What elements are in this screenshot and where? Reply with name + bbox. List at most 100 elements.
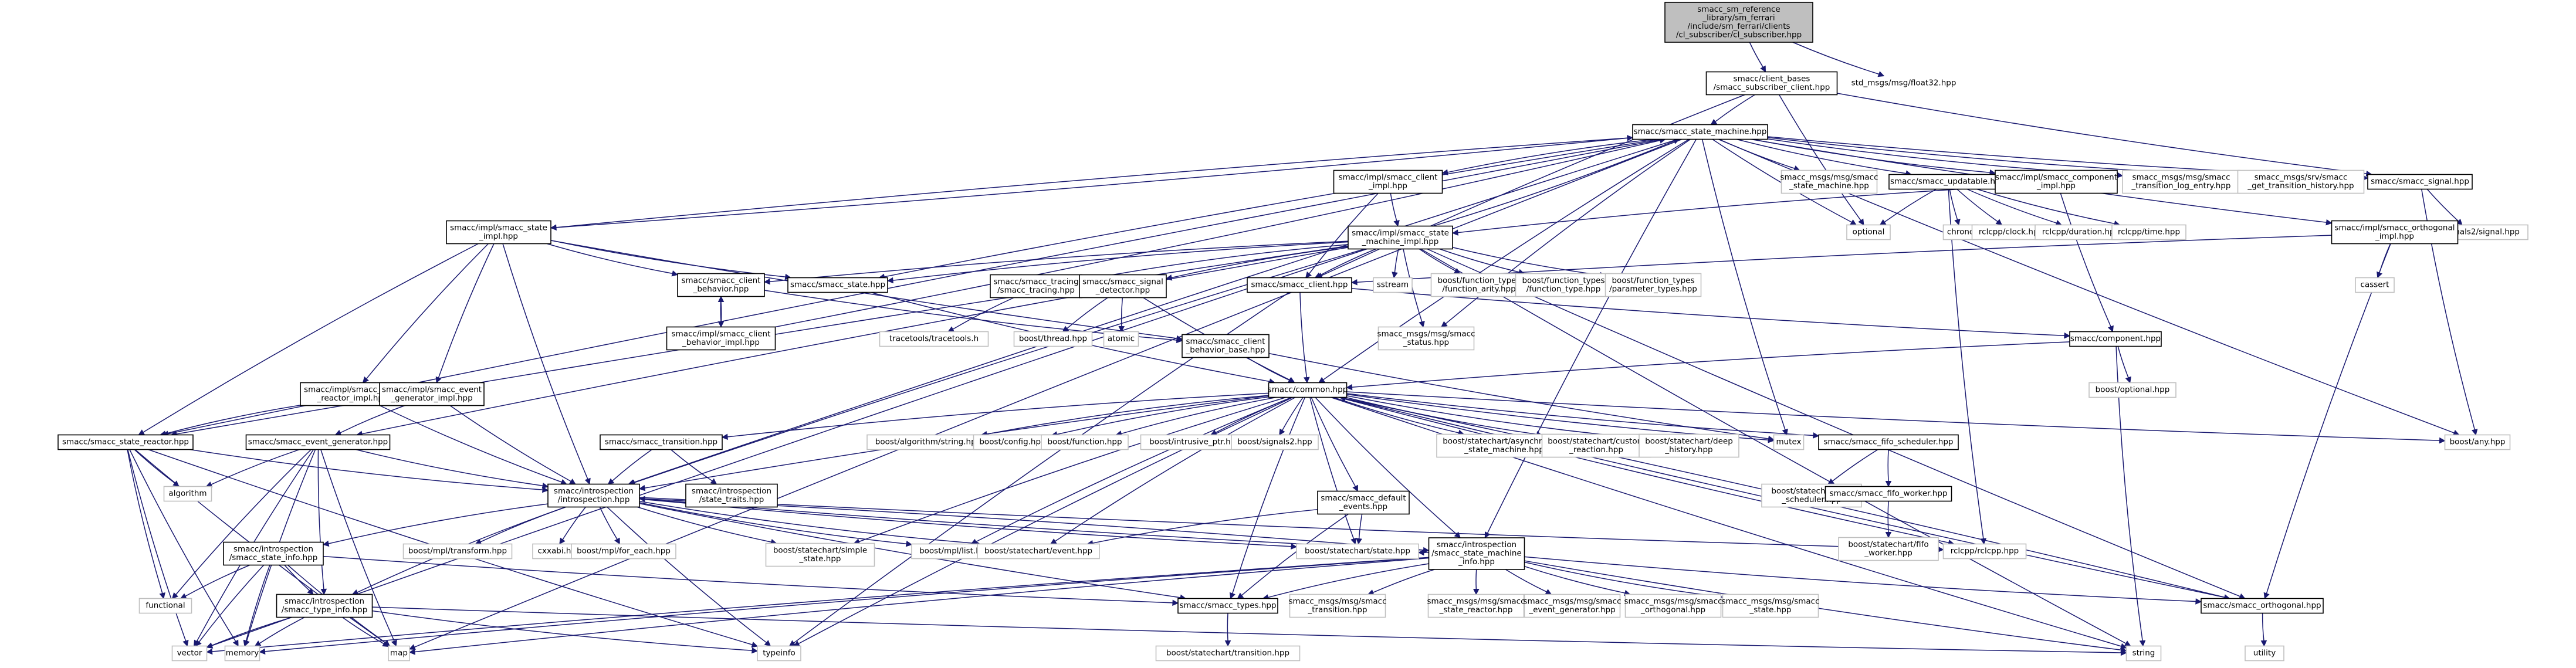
node-box [1333, 169, 1443, 194]
edge-smacc-state-machine-to-introspection [628, 138, 1678, 486]
edge-smacc-signal-detector-to-atomic [1118, 297, 1125, 333]
node-box [866, 434, 990, 450]
node-label: smacc/smacc_tracing [993, 277, 1078, 287]
edge-arrowhead [1229, 592, 1235, 599]
node-smacc-default-events[interactable]: smacc/smacc_default_events.hpp [1317, 490, 1410, 515]
edge-common-to-statechart-state [1309, 397, 1357, 545]
node-typeinfo: typeinfo [757, 645, 801, 662]
node-smacc-tracing[interactable]: smacc/smacc_tracing/smacc_tracing.hpp [990, 274, 1082, 299]
node-statechart-transition: boost/statechart/transition.hpp [1155, 645, 1301, 662]
node-box [2331, 220, 2459, 245]
node-smacc-state-impl[interactable]: smacc/impl/smacc_state_impl.hpp [446, 220, 551, 245]
node-component[interactable]: smacc/component.hpp [2069, 331, 2162, 347]
edge-line [212, 557, 1429, 652]
node-smacc-client-behavior[interactable]: smacc/smacc_client_behavior.hpp [677, 273, 765, 297]
node-smacc-client-behavior-impl[interactable]: smacc/impl/smacc_client_behavior_impl.hp… [666, 326, 776, 351]
node-label: atomic [1108, 334, 1135, 344]
node-smacc-subscriber-client[interactable]: smacc/client_bases/smacc_subscriber_clie… [1705, 71, 1838, 96]
node-smacc-signal[interactable]: smacc/smacc_signal.hpp [2367, 174, 2473, 190]
node-smacc-updatable[interactable]: smacc/smacc_updatable.hpp [1888, 174, 2007, 190]
edge-line [284, 565, 310, 591]
node-get-transition-history: smacc_msgs/srv/smacc_get_transition_hist… [2237, 169, 2365, 194]
node-smacc-client-impl[interactable]: smacc/impl/smacc_client_impl.hpp [1333, 169, 1443, 194]
node-label: /parameter_types.hpp [1609, 284, 1697, 294]
node-smacc-state-machine-impl[interactable]: smacc/impl/smacc_state_machine_impl.hpp [1348, 225, 1453, 250]
edge-line [884, 138, 1659, 277]
edge-smacc-state-machine-to-smacc-status [1440, 138, 1691, 328]
edge-line [556, 137, 1633, 228]
edge-smacc-subscriber-client-to-optional [1779, 94, 1864, 226]
edge-common-to-signals2 [1279, 397, 1304, 436]
edge-arrowhead [607, 478, 615, 485]
node-label: /introspection.hpp [558, 495, 630, 504]
edge-smacc-state-impl-to-smacc-state-machine [550, 135, 1634, 229]
node-smacc-state-reactor[interactable]: smacc/smacc_state_reactor.hpp [57, 434, 194, 450]
node-box [879, 331, 989, 347]
node-introspection[interactable]: smacc/introspection/introspection.hpp [547, 483, 640, 508]
edge-line [607, 506, 767, 643]
node-smacc-transition[interactable]: smacc/smacc_transition.hpp [600, 434, 723, 450]
node-smacc-signal-detector[interactable]: smacc/smacc_signal_detector.hpp [1079, 274, 1167, 299]
edge-line [1352, 341, 2070, 388]
edge-arrowhead [1392, 272, 1398, 279]
node-smacc-state-machine[interactable]: smacc/smacc_state_machine.hpp [1632, 124, 1768, 140]
edge-line [546, 243, 673, 274]
edge-smacc-state-impl-to-smacc-event-generator-impl [435, 243, 495, 384]
node-smacc-state[interactable]: smacc/smacc_state.hpp [787, 277, 888, 293]
edge-line [2266, 243, 2391, 594]
edge-smacc-state-info-to-smacc-type-info [284, 565, 314, 595]
node-label: /smacc_tracing.hpp [997, 286, 1075, 295]
node-state-msg: smacc_msgs/msg/smacc_state.hpp [1722, 594, 1820, 618]
edge-line [562, 507, 586, 540]
edge-line [1487, 139, 1697, 534]
node-common[interactable]: smacc/common.hpp [1268, 382, 1348, 398]
node-smacc-client-behavior-base[interactable]: smacc/smacc_client_behavior_base.hpp [1182, 334, 1270, 358]
node-smacc-component-impl[interactable]: smacc/impl/smacc_component_impl.hpp [1995, 169, 2118, 194]
node-transition-log-entry: smacc_msgs/msg/smacc_transition_log_entr… [2122, 169, 2240, 194]
node-smacc-event-generator[interactable]: smacc/smacc_event_generator.hpp [245, 434, 391, 450]
edge-line [550, 240, 1177, 339]
node-smacc-state-info[interactable]: smacc/introspection/smacc_state_info.hpp [223, 541, 324, 566]
edge-smacc-state-reactor-to-memory [129, 449, 239, 647]
edge-line [670, 449, 713, 481]
node-float32: std_msgs/msg/float32.hpp [1851, 79, 1956, 88]
node-label: smacc/smacc_client [682, 276, 761, 286]
edge-smacc-state-machine-impl-to-sstream [1392, 249, 1399, 279]
node-smacc-fifo-worker[interactable]: smacc/smacc_fifo_worker.hpp [1824, 486, 1952, 502]
node-smacc-event-generator-impl[interactable]: smacc/impl/smacc_event_generator_impl.hp… [379, 382, 485, 406]
node-label: boost/thread.hpp [1019, 334, 1087, 344]
node-smacc-state-machine-info[interactable]: smacc/introspection/smacc_state_machine_… [1428, 537, 1525, 570]
node-root[interactable]: smacc_sm_reference_library/sm_ferrari/in… [1664, 2, 1813, 43]
node-statechart-event: boost/statechart/event.hpp [977, 543, 1100, 560]
edge-line [211, 616, 292, 646]
edge-arrowhead [159, 592, 165, 599]
node-mpl-transform: boost/mpl/transform.hpp [402, 543, 513, 560]
edge-arrowhead [751, 647, 759, 654]
node-smacc-orthogonal[interactable]: smacc/smacc_orthogonal.hpp [2201, 598, 2324, 614]
node-smacc-client[interactable]: smacc/smacc_client.hpp [1247, 277, 1352, 293]
edge-arrowhead [1350, 537, 1357, 545]
edge-smacc-signal-detector-to-boost-thread [1062, 297, 1108, 333]
edge-arrowhead [2260, 640, 2267, 647]
node-label: smacc/smacc_orthogonal.hpp [2203, 601, 2321, 611]
edge-line [1966, 188, 2057, 224]
node-smacc-types[interactable]: smacc/smacc_types.hpp [1177, 598, 1278, 614]
node-smacc-orthogonal-impl[interactable]: smacc/impl/smacc_orthogonal_impl.hpp [2331, 220, 2459, 245]
edge-line [1323, 138, 1690, 381]
node-smacc-type-info[interactable]: smacc/introspection/smacc_type_info.hpp [276, 594, 373, 618]
edge-line [1311, 397, 1356, 487]
node-smacc-fifo-scheduler[interactable]: smacc/smacc_fifo_scheduler.hpp [1818, 434, 1959, 450]
edge-line [550, 137, 1628, 229]
node-box [1155, 645, 1301, 662]
node-smacc-state-machine-msg: smacc_msgs/msg/smacc_state_machine.hpp [1780, 169, 1878, 194]
edge-smacc-state-machine-to-smacc-state-machine-msg [1719, 138, 1800, 172]
node-box [1605, 273, 1702, 297]
edge-line [1394, 249, 1399, 273]
edge-arrowhead [2439, 437, 2446, 444]
edge-line [1247, 357, 1290, 381]
edge-line [1524, 556, 2196, 602]
node-box [1942, 543, 2027, 560]
node-label: smacc/smacc_fifo_worker.hpp [1830, 489, 1948, 499]
node-box [223, 541, 324, 566]
node-state-traits[interactable]: smacc/introspection/state_traits.hpp [685, 483, 778, 508]
